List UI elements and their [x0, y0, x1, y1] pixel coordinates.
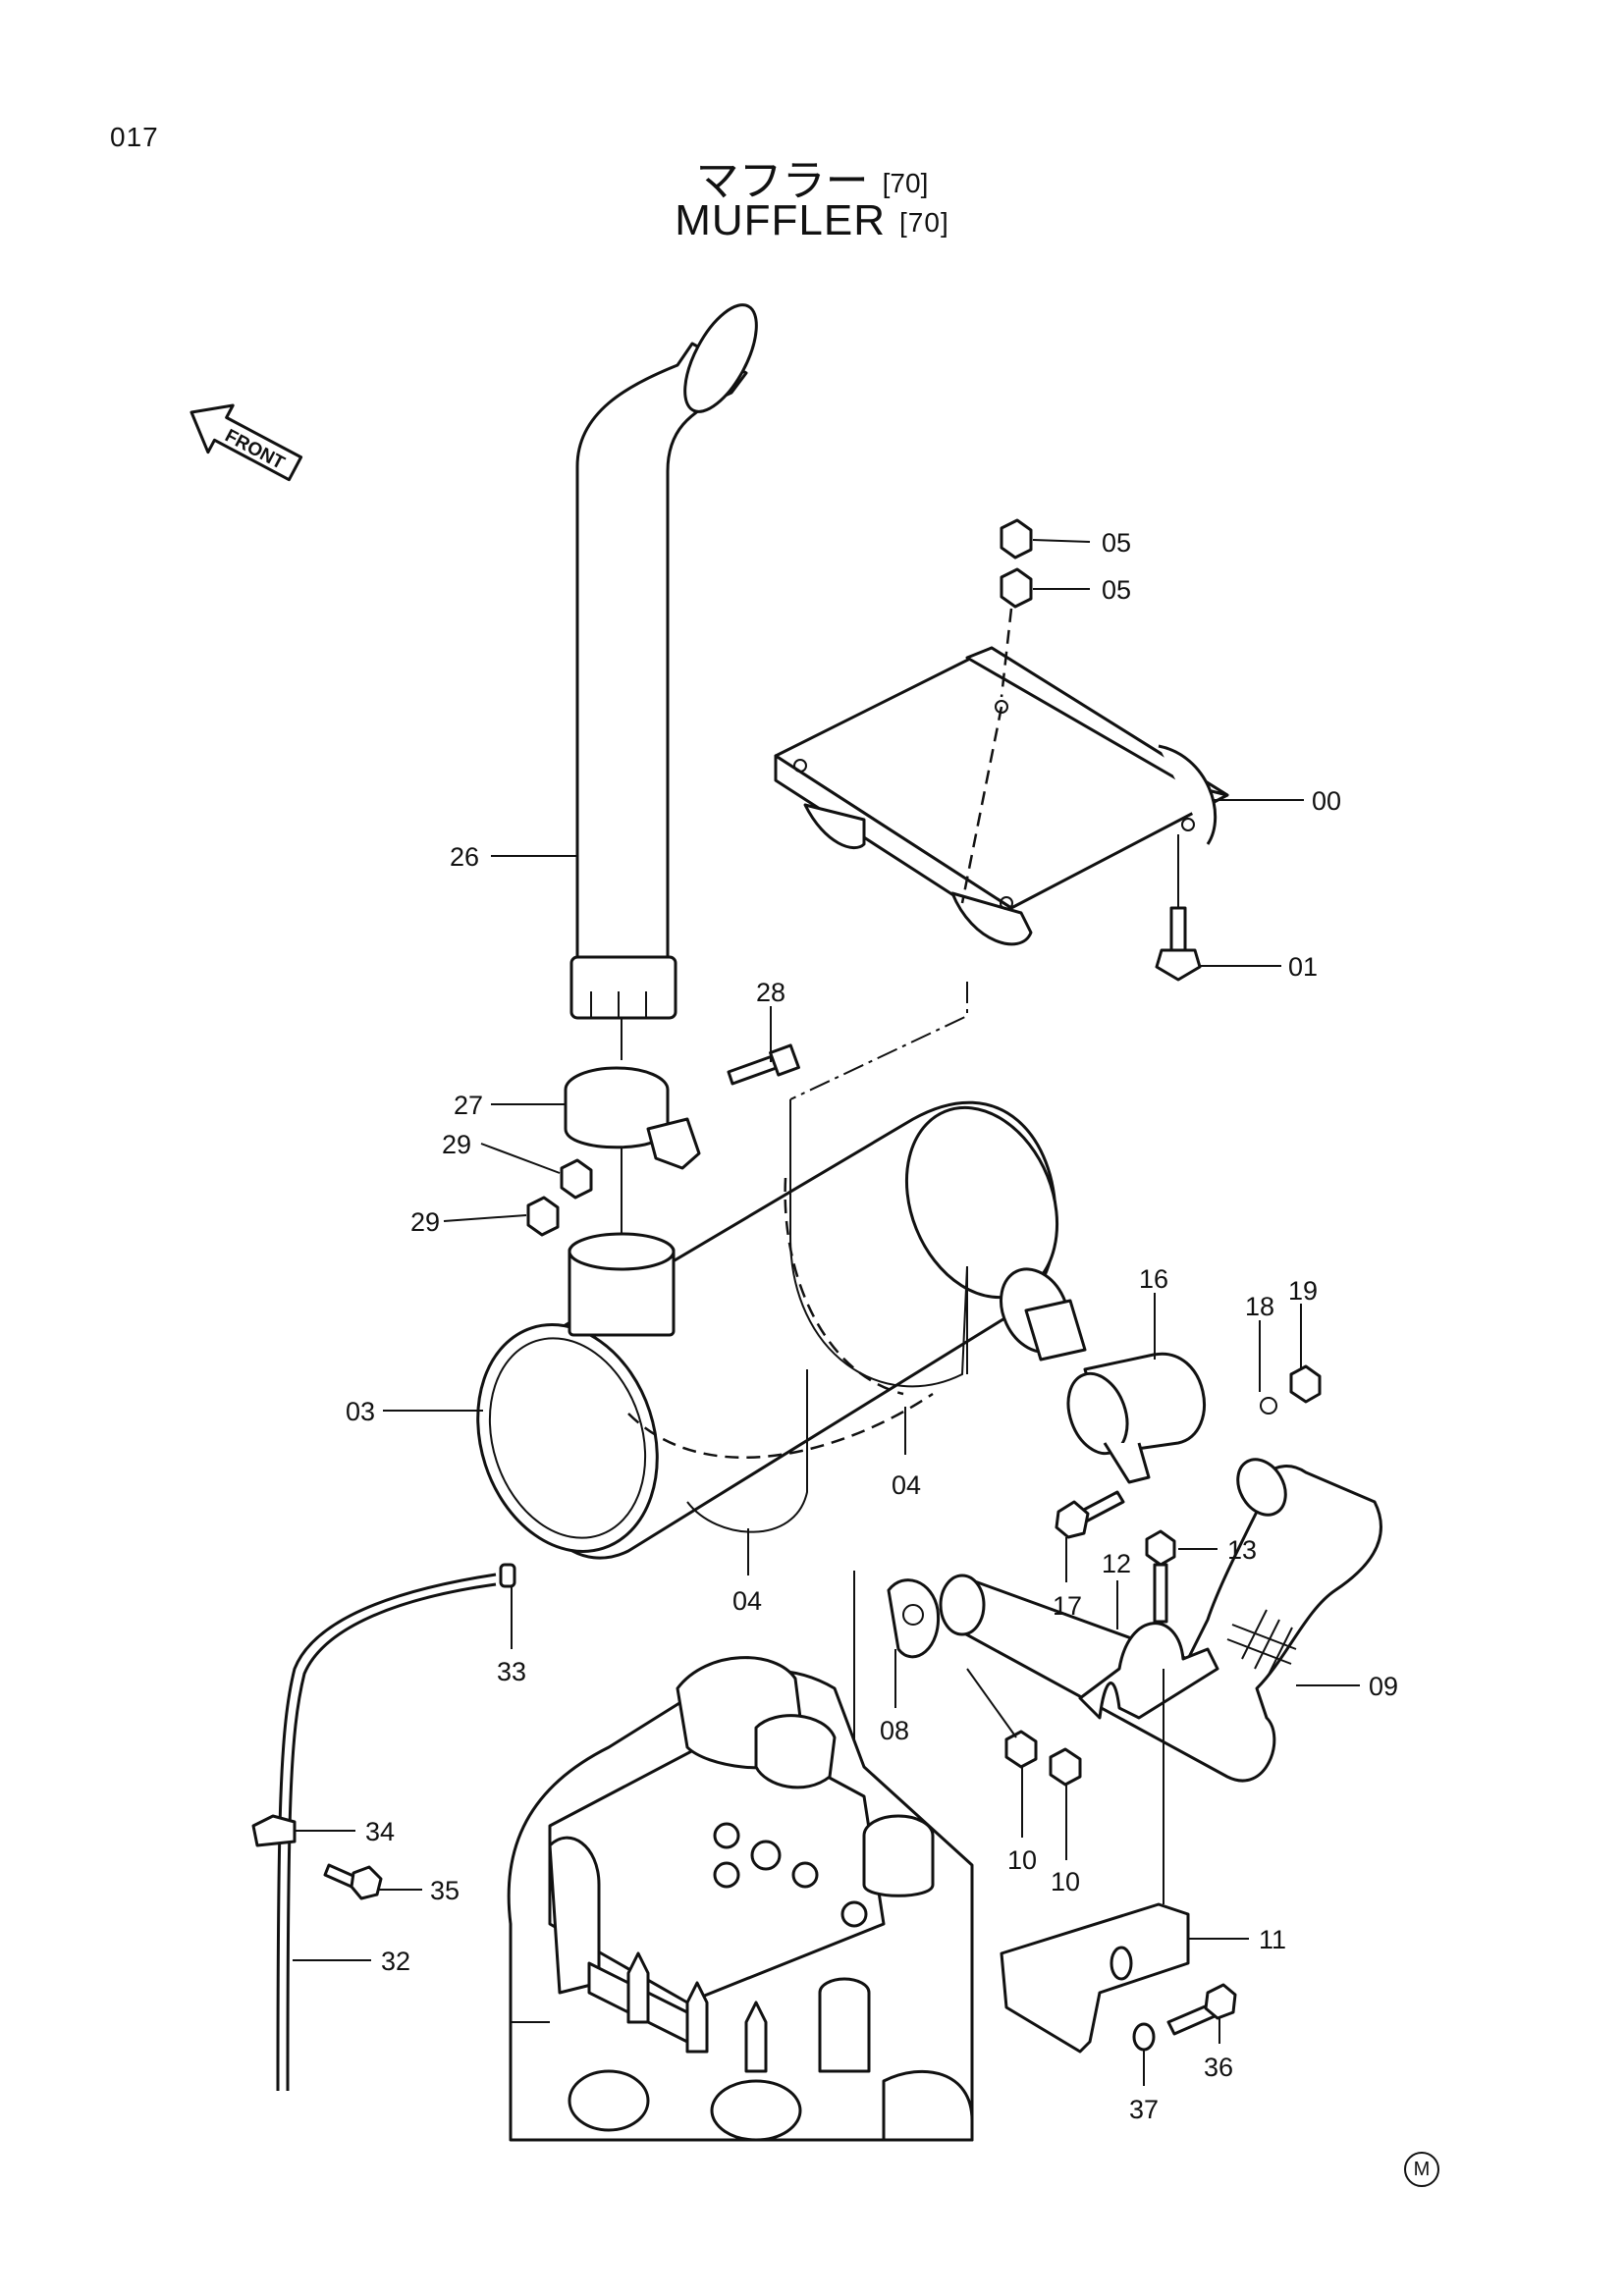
bracket-bolt [1155, 834, 1202, 982]
footer-m-mark: M [1404, 2152, 1439, 2187]
callout-34: 34 [365, 1817, 395, 1846]
tail-pipe [569, 303, 758, 1060]
callout-11: 11 [1259, 1925, 1286, 1954]
callout-12: 12 [1102, 1549, 1131, 1578]
callout-35: 35 [430, 1876, 460, 1905]
callout-28: 28 [756, 978, 785, 1007]
callout-29a: 29 [442, 1130, 471, 1159]
callout-33: 33 [497, 1657, 526, 1686]
callout-10b: 10 [1051, 1867, 1080, 1896]
page-number: 017 [110, 122, 159, 152]
callout-00: 00 [1312, 786, 1341, 816]
callout-10a: 10 [1007, 1845, 1037, 1875]
title-japanese: マフラー [70] [0, 145, 1624, 208]
clamp-nuts [526, 1158, 593, 1237]
callout-05a: 05 [1102, 528, 1131, 558]
callout-labels: 05 05 00 26 01 28 27 29 29 16 19 18 03 0… [346, 528, 1398, 2124]
u-bolts [686, 1099, 968, 1533]
callout-32: 32 [381, 1947, 410, 1976]
lock-washer [1260, 1397, 1277, 1415]
muffler-body [476, 1100, 1087, 1560]
group-ref-jp: [70] [882, 168, 929, 198]
group-ref-en: [70] [899, 207, 949, 239]
callout-08: 08 [880, 1716, 909, 1745]
bracket-bolt-36 [1166, 1983, 1237, 2036]
pipe-support-clamp [1078, 1622, 1219, 1720]
callout-17: 17 [1053, 1591, 1082, 1621]
washer-37 [1132, 2022, 1156, 2052]
callout-26: 26 [450, 842, 479, 872]
tube-clip [499, 1563, 516, 1588]
drain-tube [276, 1573, 497, 2092]
clamp-bolt-13 [1145, 1529, 1176, 1624]
gasket [853, 1571, 941, 1767]
front-arrow: FRONT [189, 403, 303, 482]
callout-37: 37 [1129, 2095, 1159, 2124]
pipe-bracket [1000, 1669, 1190, 2054]
leader-lines [293, 539, 1360, 2086]
callout-09: 09 [1369, 1672, 1398, 1701]
callout-27: 27 [454, 1091, 483, 1120]
sleeve-bolt [1055, 1490, 1125, 1539]
pipe-clamp [564, 1066, 701, 1252]
exhaust-pipe [939, 1458, 1382, 1783]
title-english: MUFFLER [70] [0, 196, 1624, 245]
title-jp-text: マフラー [695, 156, 869, 206]
mounting-bracket [774, 608, 1229, 1100]
callout-01: 01 [1288, 952, 1318, 982]
engine-block [507, 1656, 974, 2142]
clamp-bolt-35 [323, 1863, 383, 1900]
clamp-bolt [727, 1043, 800, 1086]
callout-29b: 29 [410, 1207, 440, 1237]
bracket-nuts [1000, 518, 1033, 609]
callout-16: 16 [1139, 1264, 1168, 1294]
flange-nuts [966, 1668, 1082, 1787]
callout-04a: 04 [892, 1470, 921, 1500]
callout-36: 36 [1204, 2053, 1233, 2082]
callout-03: 03 [346, 1397, 375, 1426]
sleeve-nut [1289, 1364, 1322, 1404]
callout-19: 19 [1288, 1276, 1318, 1306]
connector-sleeve [1066, 1352, 1206, 1484]
callout-18: 18 [1245, 1292, 1274, 1321]
title-en-text: MUFFLER [675, 196, 887, 244]
callout-04b: 04 [732, 1586, 762, 1616]
tube-clamp [251, 1814, 297, 1847]
callout-13: 13 [1227, 1535, 1257, 1565]
callout-05b: 05 [1102, 575, 1131, 605]
